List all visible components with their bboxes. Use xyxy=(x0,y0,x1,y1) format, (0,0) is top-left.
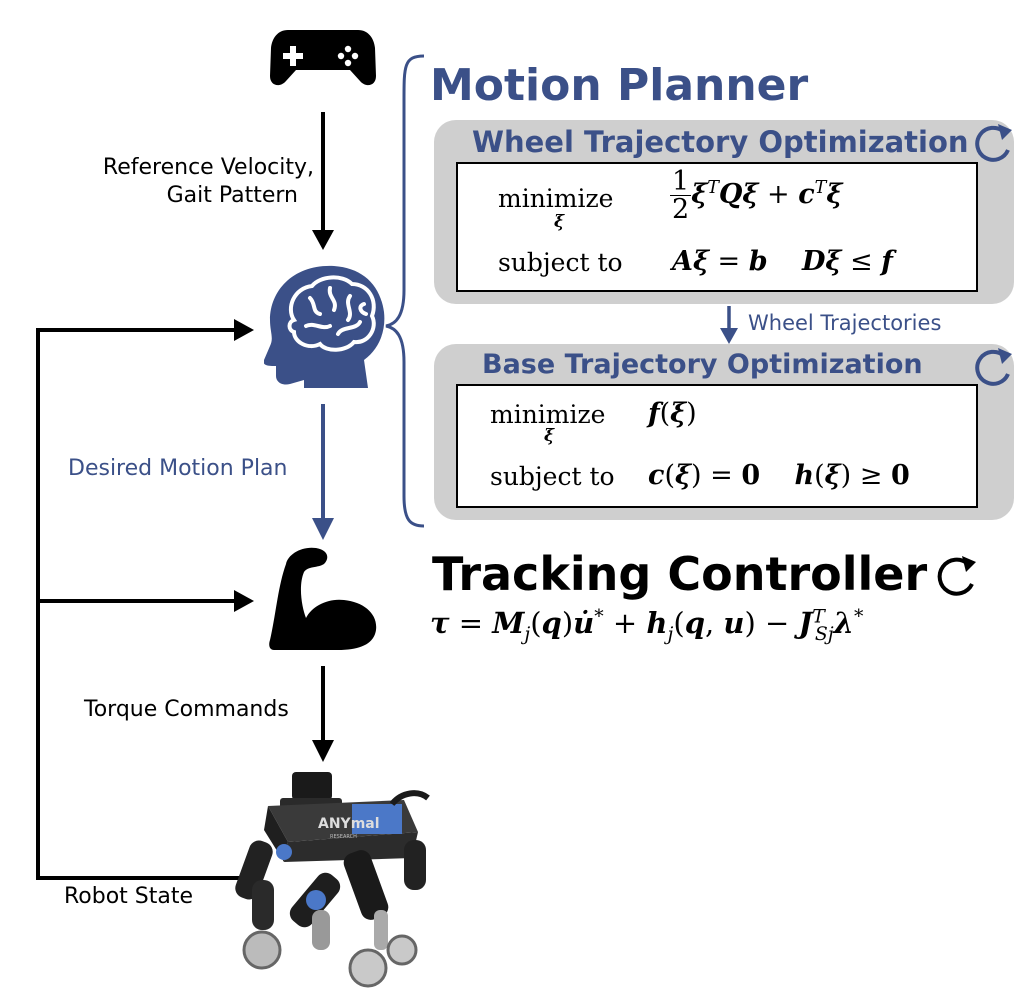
wheel-trajectories-label: Wheel Trajectories xyxy=(748,311,942,335)
wheel-opt-panel: Wheel Trajectory Optimization minimize ξ… xyxy=(434,120,1014,304)
brain-head-icon xyxy=(264,265,385,388)
base-objective: f(ξ) xyxy=(648,398,697,429)
arrowhead-gamepad-to-brain xyxy=(312,230,334,250)
arrowhead-arm-to-robot xyxy=(312,740,334,762)
tracking-loop-icon xyxy=(937,556,976,596)
base-subject-to: subject to xyxy=(490,462,615,491)
wheel-subject-to: subject to xyxy=(498,248,623,277)
arrowhead-brain-to-arm xyxy=(312,518,334,540)
curly-brace xyxy=(385,54,425,528)
reference-line-2: Gait Pattern xyxy=(166,183,298,208)
base-minimize: minimize xyxy=(490,400,606,429)
reference-line-1: Reference Velocity, xyxy=(102,155,314,180)
gamepad-icon xyxy=(270,30,376,86)
robot-state-label: Robot State xyxy=(64,884,194,909)
base-opt-panel: Base Trajectory Optimization minimize ξ … xyxy=(434,344,1014,520)
feedback-loop-line xyxy=(36,328,240,880)
feedback-arrowhead-brain xyxy=(234,319,254,341)
wheel-minimize-var: ξ xyxy=(554,212,565,232)
feedback-arrowhead-arm xyxy=(234,590,254,612)
arrowhead-wheel-to-base xyxy=(720,328,738,344)
base-opt-box: minimize ξ f(ξ) subject to c(ξ) = 0 h(ξ)… xyxy=(456,384,978,508)
base-constraints: c(ξ) = 0 h(ξ) ≥ 0 xyxy=(648,460,910,491)
wheel-loop-icon xyxy=(975,124,1012,162)
torque-commands-label: Torque Commands xyxy=(84,697,289,722)
tracking-controller-title: Tracking Controller xyxy=(432,547,928,601)
wheel-constraints: Aξ = b Dξ ≤ f xyxy=(672,246,893,277)
robot-image: ANYmal RESEARCH xyxy=(235,772,430,988)
tracking-equation: τ = Mj(q)u̇* + hj(q, u) − JTSjλ* xyxy=(430,606,864,645)
robot-sub: RESEARCH xyxy=(330,834,357,840)
wheel-minimize-word: minimize xyxy=(498,184,614,213)
motion-planner-title: Motion Planner xyxy=(430,60,809,111)
wheel-opt-title: Wheel Trajectory Optimization xyxy=(472,125,969,159)
base-loop-icon xyxy=(975,348,1012,386)
base-opt-title: Base Trajectory Optimization xyxy=(482,349,923,380)
desired-motion-plan-label: Desired Motion Plan xyxy=(68,456,288,481)
flexed-arm-icon xyxy=(269,547,377,650)
reference-label: Reference Velocity, Gait Pattern xyxy=(78,154,314,210)
wheel-minimize: minimize xyxy=(498,184,613,213)
base-minimize-var: ξ xyxy=(544,426,555,446)
robot-brand: ANYmal xyxy=(318,816,380,832)
